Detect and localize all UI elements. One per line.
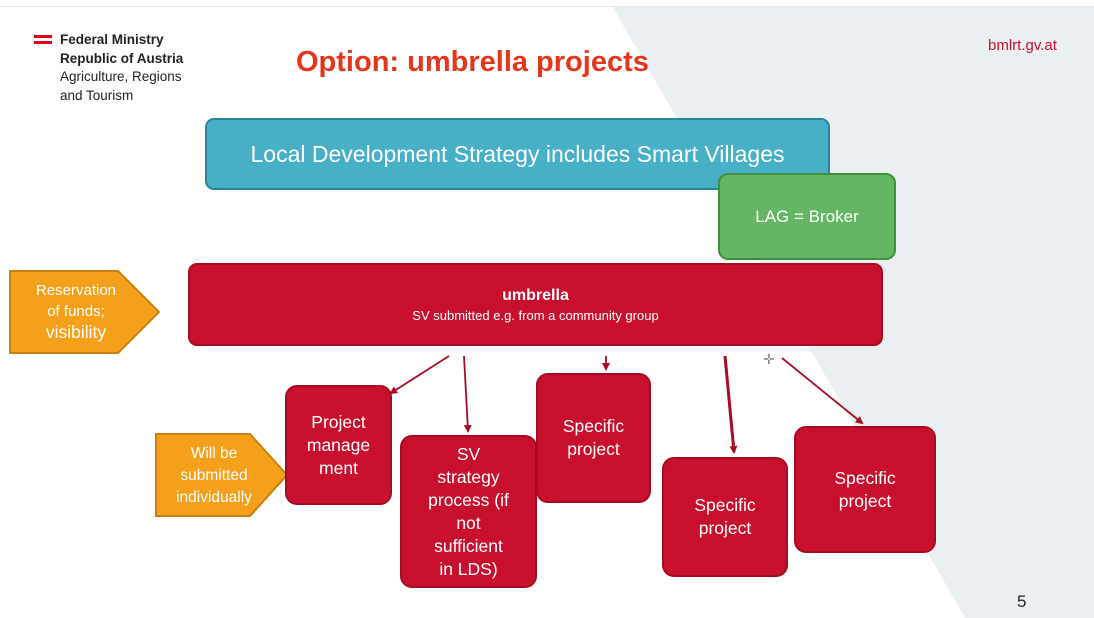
submitted-line-2: submitted bbox=[180, 467, 248, 484]
ministry-name: Federal Ministry Republic of Austria Agr… bbox=[60, 31, 260, 105]
arrow-to-sv-strategy bbox=[463, 355, 472, 433]
specific-1-line-1: Specific bbox=[562, 416, 625, 436]
reservation-line-3: visibility bbox=[45, 322, 107, 342]
logo-line-1: Federal Ministry bbox=[60, 32, 164, 47]
pm-line-1: Project bbox=[311, 411, 366, 432]
submitted-chevron-shape bbox=[155, 433, 289, 517]
specific-2-line-1: Specific bbox=[694, 495, 756, 515]
submitted-line-1: Will be bbox=[190, 445, 238, 462]
sv-line-2: strategy bbox=[437, 466, 500, 487]
specific-project-box-1: Specific project bbox=[536, 373, 651, 503]
logo-line-3: Agriculture, Regions bbox=[60, 69, 182, 84]
specific-1-line-2: project bbox=[567, 439, 620, 459]
reservation-line-2: of funds; bbox=[47, 303, 105, 320]
reservation-of-funds-label: Reservation of funds; visibility bbox=[18, 280, 134, 343]
sv-line-5: sufficient bbox=[434, 535, 503, 556]
arrow-to-specific-project-2 bbox=[723, 355, 738, 454]
specific-project-box-2: Specific project bbox=[662, 457, 788, 577]
pm-line-3: ment bbox=[319, 457, 358, 478]
arrow-to-project-management bbox=[389, 355, 450, 395]
pm-line-2: manage bbox=[306, 434, 371, 455]
arrow-to-specific-project-3 bbox=[781, 357, 864, 425]
specific-project-box-3: Specific project bbox=[794, 426, 936, 553]
specific-2-line-2: project bbox=[698, 518, 752, 538]
submitted-individually-label: Will be submitted individually bbox=[160, 443, 268, 509]
sv-strategy-process-box: SV strategy process (if not sufficient i… bbox=[400, 435, 537, 588]
umbrella-title: umbrella bbox=[502, 286, 569, 304]
lag-broker-box: LAG = Broker bbox=[718, 173, 896, 260]
sv-line-6: in LDS) bbox=[439, 558, 498, 579]
slide-title: Option: umbrella projects bbox=[296, 46, 649, 78]
reservation-chevron-shape bbox=[9, 270, 161, 354]
umbrella-box: umbrella SV submitted e.g. from a commun… bbox=[188, 263, 883, 346]
sv-line-4: not bbox=[456, 512, 481, 533]
submitted-line-3: individually bbox=[176, 489, 252, 506]
austria-flag-icon bbox=[34, 35, 52, 44]
logo-line-4: and Tourism bbox=[60, 87, 134, 103]
umbrella-subtitle: SV submitted e.g. from a community group bbox=[412, 307, 659, 323]
crosshair-cursor-icon: ✛ bbox=[763, 351, 775, 367]
specific-3-line-1: Specific bbox=[834, 467, 896, 488]
reservation-line-1: Reservation bbox=[35, 282, 117, 299]
slide-number: 5 bbox=[1017, 592, 1027, 611]
sv-line-1: SV bbox=[456, 443, 481, 464]
project-management-box: Project manage ment bbox=[285, 385, 392, 505]
top-border bbox=[0, 6, 1094, 7]
website-url: bmlrt.gv.at bbox=[988, 37, 1057, 54]
logo-line-2: Republic of Austria bbox=[60, 50, 184, 66]
sv-line-3: process (if bbox=[428, 489, 509, 510]
specific-3-line-2: project bbox=[838, 490, 892, 511]
